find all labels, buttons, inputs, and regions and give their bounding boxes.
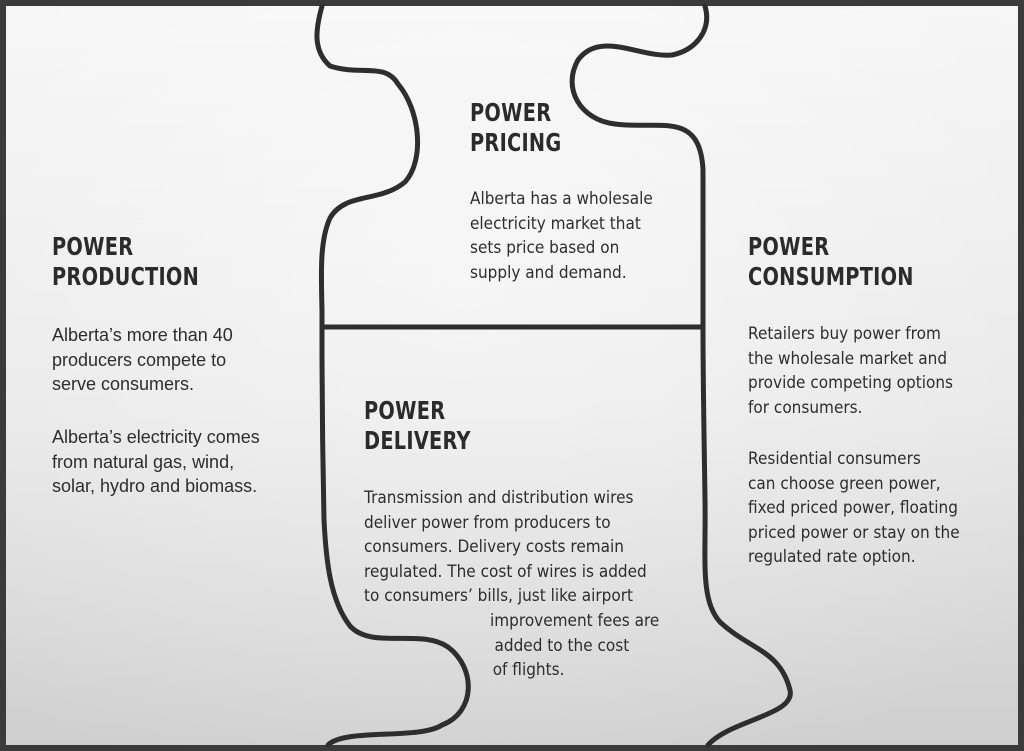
delivery-line: deliver power from producers to [364, 512, 611, 533]
delivery-line: improvement fees are [490, 611, 660, 631]
left-seam [314, 3, 471, 748]
delivery-line: added to the cost [494, 635, 630, 656]
production-heading: POWER PRODUCTION [52, 232, 200, 291]
right-seam [569, 3, 793, 748]
delivery-line: Transmission and distribution wires [364, 488, 634, 508]
delivery-line: to consumers’ bills, just like airport [364, 586, 633, 607]
consumption-heading: POWER CONSUMPTION [748, 232, 914, 291]
delivery-line: regulated. The cost of wires is added [364, 561, 647, 582]
consumption-paragraph-2: Residential consumers can choose green p… [748, 449, 960, 568]
delivery-heading: POWER DELIVERY [364, 396, 471, 455]
delivery-paragraph: Transmission and distribution wires deli… [364, 486, 706, 686]
delivery-line: consumers. Delivery costs remain [364, 537, 625, 558]
production-paragraph-2: Alberta’s electricity comes from natural… [52, 427, 260, 496]
consumption-paragraph-1: Retailers buy power from the wholesale m… [748, 324, 954, 418]
pricing-paragraph: Alberta has a wholesale electricity mark… [470, 189, 653, 283]
production-paragraph-1: Alberta’s more than 40 producers compete… [52, 325, 233, 394]
delivery-line: of flights. [492, 660, 565, 681]
pricing-heading: POWER PRICING [470, 98, 562, 157]
